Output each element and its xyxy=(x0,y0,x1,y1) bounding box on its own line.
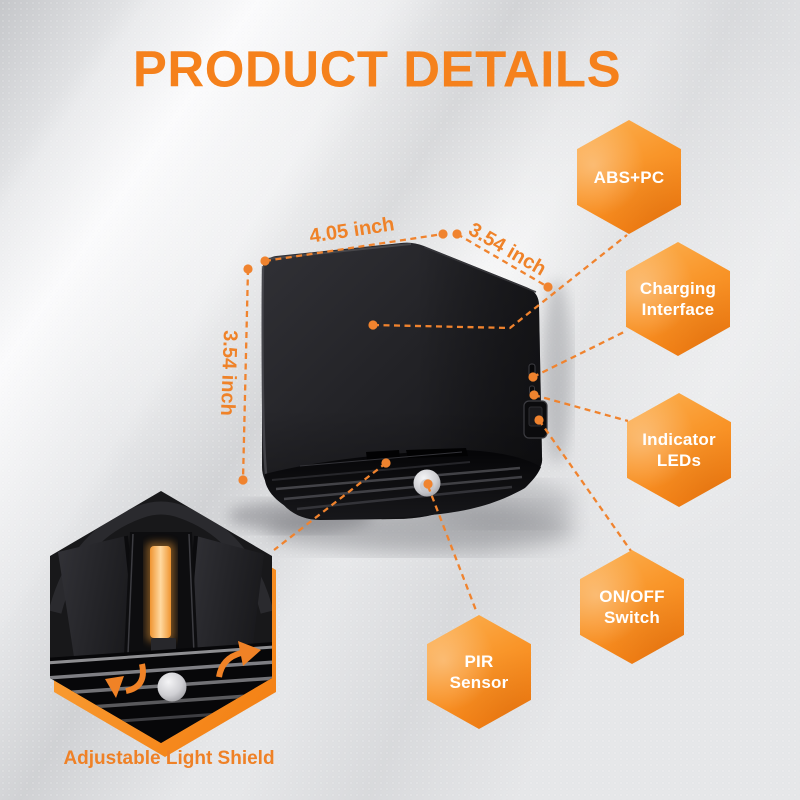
badge-switch-label-1: ON/OFF xyxy=(599,587,665,606)
callout-line-pir xyxy=(426,485,479,614)
badge-charging-label-1: Charging xyxy=(639,279,717,298)
dimension-label-height: 3.54 inch xyxy=(216,329,241,417)
underside-back-edge xyxy=(299,451,463,467)
inset-caption: Adjustable Light Shield xyxy=(63,748,275,769)
underside-opening-left xyxy=(366,450,400,460)
callout-lines xyxy=(273,234,632,614)
inset-pir-ball xyxy=(157,672,187,702)
callout-line-charging xyxy=(532,329,627,379)
dimension-line-height xyxy=(241,268,250,481)
inset-led-strip xyxy=(150,546,171,638)
callout-dots xyxy=(368,320,544,489)
callout-line-shield xyxy=(273,462,387,551)
underside-slats xyxy=(271,461,523,511)
rotation-arrow-right xyxy=(216,641,261,678)
rotation-arrow-left xyxy=(105,663,146,698)
inset-left-shield-plate xyxy=(58,536,138,670)
page-title: PRODUCT DETAILS xyxy=(132,40,622,98)
callout-line-leds xyxy=(533,393,629,423)
badge-material-label: ABS+PC xyxy=(593,167,665,187)
badge-pir-label-2: Sensor xyxy=(449,673,509,692)
badge-switch-label-2: Switch xyxy=(604,608,660,627)
badge-leds-label-2: LEDs xyxy=(656,451,702,470)
badge-charging-label-2: Interface xyxy=(641,300,715,319)
dimension-dots xyxy=(238,229,553,485)
lamp-ridge-line xyxy=(423,246,537,293)
lamp-underside xyxy=(264,450,541,519)
callout-line-switch xyxy=(538,419,632,552)
badge-pir-label-1: PIR xyxy=(464,652,494,671)
lamp-left-edge-highlight xyxy=(261,265,268,475)
wall-light-product xyxy=(261,242,548,520)
dimension-line-depth xyxy=(456,233,549,288)
badge-leds-label-1: Indicator xyxy=(642,430,716,449)
dimension-line-width xyxy=(264,232,444,263)
inset-led-strip-base xyxy=(151,638,176,653)
dimension-lines xyxy=(241,232,549,481)
callout-line-material xyxy=(372,234,628,330)
inset-right-shield-plate xyxy=(186,536,264,668)
